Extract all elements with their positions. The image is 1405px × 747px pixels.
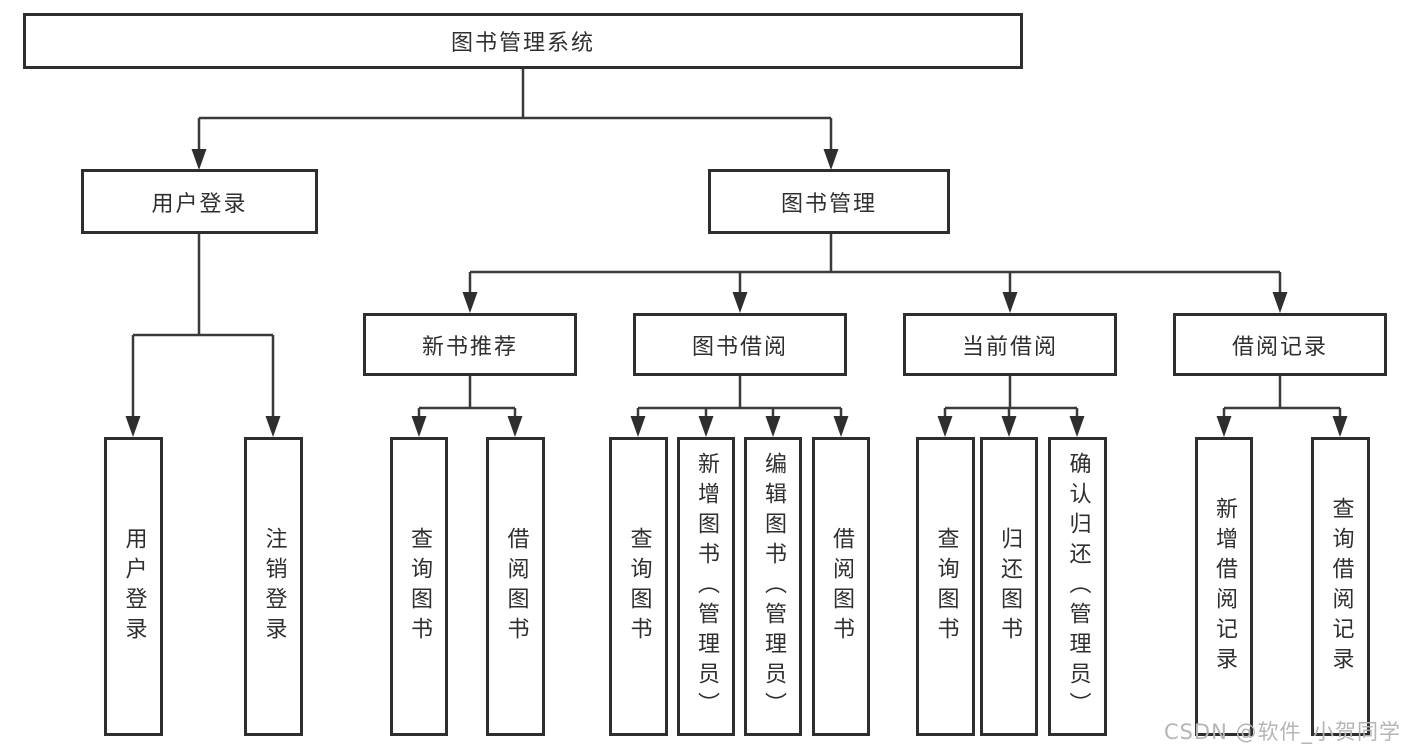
node-book-borrowing-label: 图书借阅	[691, 334, 788, 360]
leaf-add-books-admin-label: 新增图书（管理员）	[694, 451, 719, 722]
leaf-confirm-return-admin: 确认归还（管理员）	[1048, 437, 1107, 736]
leaf-query-borrow-record: 查询借阅记录	[1311, 437, 1370, 736]
node-new-book-recommendation: 新书推荐	[363, 313, 577, 376]
leaf-return-books: 归还图书	[980, 437, 1038, 736]
node-new-book-recommendation-label: 新书推荐	[421, 334, 518, 360]
leaf-edit-books-admin-label: 编辑图书（管理员）	[761, 451, 786, 722]
node-user-login-branch: 用户登录	[81, 169, 318, 234]
leaf-logout: 注销登录	[244, 437, 303, 736]
leaf-edit-books-admin: 编辑图书（管理员）	[744, 437, 802, 736]
leaf-return-books-label: 归还图书	[997, 526, 1022, 647]
node-root: 图书管理系统	[23, 13, 1023, 69]
leaf-user-login: 用户登录	[104, 437, 163, 736]
leaf-borrow-books: 借阅图书	[812, 437, 870, 736]
leaf-borrow-books-recommend-label: 借阅图书	[503, 526, 529, 647]
leaf-user-login-label: 用户登录	[121, 526, 147, 647]
node-current-borrowing-label: 当前借阅	[961, 334, 1058, 360]
leaf-add-books-admin: 新增图书（管理员）	[677, 437, 735, 736]
leaf-query-books-recommend-label: 查询图书	[407, 526, 432, 647]
leaf-confirm-return-admin-label: 确认归还（管理员）	[1065, 451, 1091, 722]
leaf-logout-label: 注销登录	[261, 526, 287, 647]
node-current-borrowing: 当前借阅	[903, 313, 1117, 376]
node-borrowing-records: 借阅记录	[1173, 313, 1387, 376]
arrowheads	[125, 149, 1348, 437]
leaf-query-books-borrow: 查询图书	[609, 437, 668, 736]
leaf-query-books-recommend: 查询图书	[390, 437, 448, 736]
leaf-add-borrow-record-label: 新增借阅记录	[1212, 496, 1237, 677]
node-book-borrowing: 图书借阅	[633, 313, 847, 376]
leaf-query-books-current-label: 查询图书	[933, 526, 959, 647]
leaf-query-borrow-record-label: 查询借阅记录	[1328, 496, 1354, 677]
leaf-query-books-borrow-label: 查询图书	[626, 526, 652, 647]
leaf-borrow-books-recommend: 借阅图书	[486, 437, 545, 736]
node-book-management-branch: 图书管理	[708, 169, 950, 234]
leaf-add-borrow-record: 新增借阅记录	[1195, 437, 1253, 736]
node-book-management-branch-label: 图书管理	[780, 191, 877, 217]
node-borrowing-records-label: 借阅记录	[1231, 334, 1328, 360]
leaf-query-books-current: 查询图书	[916, 437, 975, 736]
csdn-watermark: CSDN @软件_小贺同学	[1163, 720, 1401, 744]
leaf-borrow-books-label: 借阅图书	[829, 526, 854, 647]
node-root-label: 图书管理系统	[450, 31, 595, 56]
node-user-login-branch-label: 用户登录	[151, 191, 248, 217]
